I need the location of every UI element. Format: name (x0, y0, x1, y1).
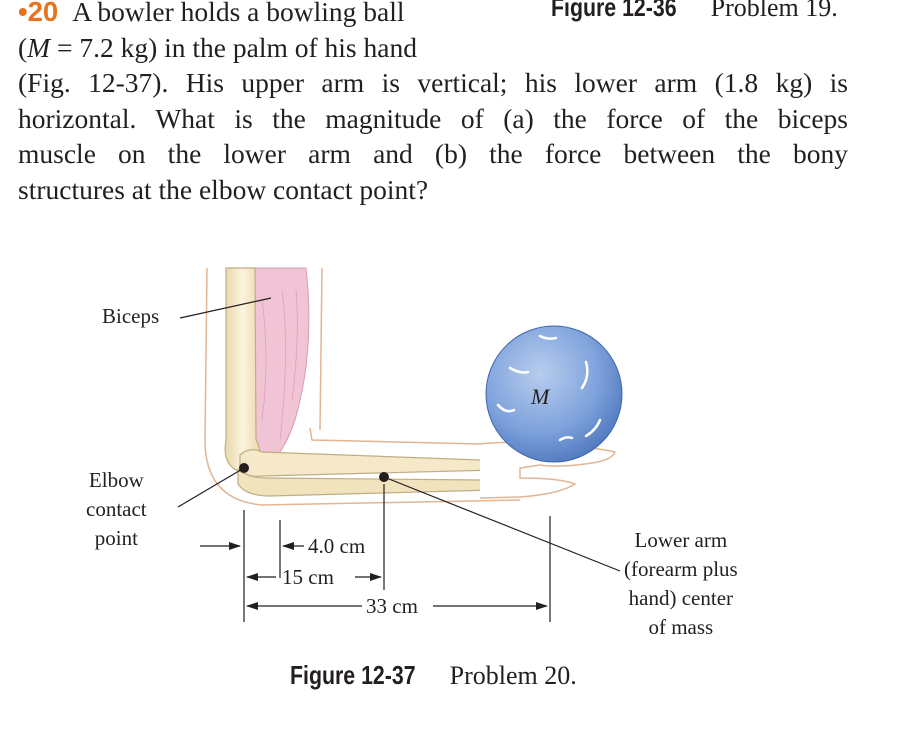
top-figure-caption-text: Problem 19. (710, 0, 838, 22)
elbow-contact-label-line-2: contact (86, 497, 147, 521)
problem-line-6: structures at the elbow contact point? (18, 173, 429, 205)
problem-line-2: (M = 7.2 kg) in the palm of his hand (18, 31, 417, 63)
problem-line-4: horizontal. What is the magnitude of (a)… (18, 102, 848, 134)
lower-arm-com-line-2: (forearm plus (624, 557, 738, 581)
top-figure-caption: Figure 12-36 Problem 19. (551, 0, 838, 23)
dimension-4cm: 4.0 cm (308, 534, 366, 558)
forearm-bone-upper (239, 449, 495, 477)
humerus-bone (224, 267, 262, 471)
com-leader (383, 476, 621, 572)
problem-line-3: (Fig. 12-37). His upper arm is vertical;… (18, 67, 848, 98)
upper-arm-outline-right (319, 267, 323, 431)
elbow-contact-label-line-3: point (94, 526, 138, 550)
lower-arm-com-label: Lower arm (forearm plus hand) center of … (624, 526, 738, 642)
upper-arm-outline (204, 267, 521, 506)
problem-text-line-2: = 7.2 kg) in the palm of his hand (50, 31, 417, 63)
problem-text-line-1: A bowler holds a bowling ball (72, 0, 405, 27)
top-figure-caption-label: Figure 12-36 (551, 0, 677, 22)
bottom-figure-caption-label: Figure 12-37 (290, 660, 416, 690)
problem-line-1: •20 A bowler holds a bowling ball (18, 0, 848, 30)
bottom-figure-caption: Figure 12-37 Problem 20. (290, 660, 577, 691)
bottom-figure-caption-text: Problem 20. (449, 661, 577, 690)
elbow-contact-label-line-1: Elbow (88, 468, 144, 492)
lower-arm-com-line-3: hand) center (628, 586, 734, 610)
lower-arm-com-line-4: of mass (648, 615, 714, 639)
elbow-contact-label: Elbow contact point (86, 466, 147, 553)
problem-number: •20 (18, 0, 59, 27)
dimension-33cm: 33 cm (366, 594, 418, 618)
problem-line-5: muscle on the lower arm and (b) the forc… (18, 138, 848, 169)
biceps-leader (179, 297, 272, 319)
ball-mass-label: M (530, 384, 551, 409)
elbow-leader (177, 467, 245, 508)
biceps-label: Biceps (102, 304, 160, 328)
lower-arm-com-line-1: Lower arm (634, 528, 728, 552)
problem-statement: •20 A bowler holds a bowling ball (M = 7.… (18, 0, 848, 207)
bowling-ball (485, 325, 623, 463)
dimension-15cm: 15 cm (282, 565, 334, 589)
mass-variable: M (27, 31, 51, 63)
